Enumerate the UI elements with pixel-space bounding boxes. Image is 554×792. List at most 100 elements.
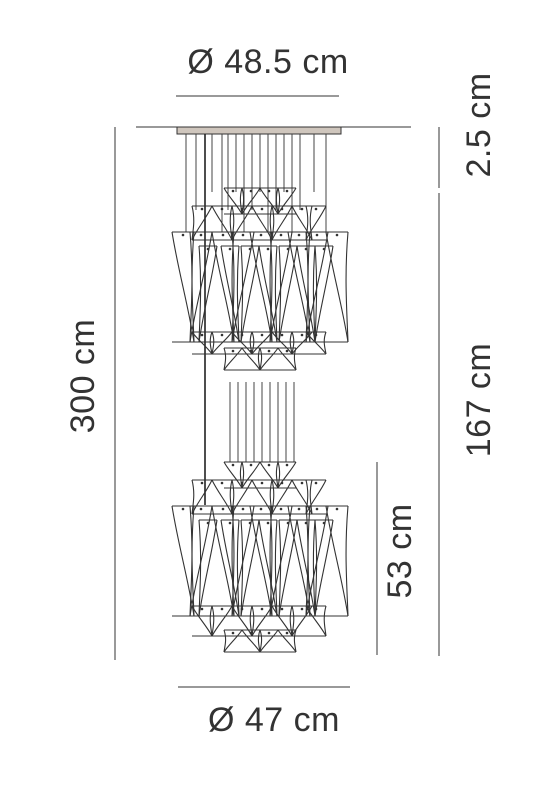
crystal-petal bbox=[211, 605, 233, 637]
petal-edge bbox=[191, 605, 213, 637]
petal-hook bbox=[304, 247, 308, 251]
petal-hook bbox=[280, 607, 284, 611]
petal-edge bbox=[277, 461, 297, 489]
body-height-label: 167 cm bbox=[460, 343, 498, 458]
petal-edge bbox=[325, 231, 349, 343]
petal-edge bbox=[345, 505, 349, 617]
petal-edge bbox=[278, 245, 282, 343]
petal-edge bbox=[249, 505, 273, 617]
petal-hook bbox=[267, 349, 271, 353]
petal-edge bbox=[309, 205, 313, 241]
crystal-petal bbox=[251, 331, 273, 355]
crystal-petal bbox=[251, 605, 273, 637]
crystal-petal bbox=[259, 347, 279, 371]
petal-edge bbox=[223, 629, 243, 653]
crystal-petal bbox=[241, 187, 261, 215]
petal-hook bbox=[335, 233, 339, 237]
petal-edge bbox=[259, 629, 279, 653]
petal-edge bbox=[257, 347, 261, 371]
petal-edge bbox=[241, 629, 261, 653]
petal-edge bbox=[314, 245, 318, 343]
crystal-petal bbox=[240, 245, 260, 343]
petal-hook bbox=[314, 207, 318, 211]
crystal-petal bbox=[271, 331, 293, 355]
petal-edge bbox=[189, 505, 213, 617]
petal-hook bbox=[267, 463, 271, 467]
petal-edge bbox=[198, 245, 202, 343]
petal-edge bbox=[189, 231, 213, 343]
crystal-petal bbox=[277, 187, 297, 215]
crystal-petal bbox=[259, 187, 279, 215]
petal-edge bbox=[241, 461, 245, 489]
petal-edge bbox=[258, 519, 278, 617]
petal-edge bbox=[296, 245, 316, 343]
petal-hook bbox=[285, 631, 289, 635]
crystal-petal bbox=[211, 205, 233, 241]
petal-hook bbox=[231, 463, 235, 467]
petal-edge bbox=[271, 479, 293, 515]
petal-hook bbox=[300, 207, 304, 211]
petal-edge bbox=[259, 347, 279, 371]
top-diameter-label: Ø 48.5 cm bbox=[187, 43, 348, 81]
petal-edge bbox=[189, 231, 193, 343]
petal-edge bbox=[305, 505, 329, 617]
petal-edge bbox=[211, 605, 233, 637]
petal-edge bbox=[241, 461, 261, 489]
upper-crystal-tier bbox=[171, 187, 349, 371]
petal-edge bbox=[314, 245, 334, 343]
crystal-petal bbox=[277, 347, 297, 371]
petal-edge bbox=[312, 519, 316, 617]
petal-edge bbox=[293, 629, 297, 653]
petal-edge bbox=[191, 331, 213, 355]
petal-edge bbox=[325, 505, 349, 617]
petal-hook bbox=[240, 207, 244, 211]
crystal-petal bbox=[223, 629, 243, 653]
crystal-petal bbox=[241, 461, 261, 489]
petal-edge bbox=[191, 205, 195, 241]
petal-edge bbox=[291, 605, 313, 637]
crystal-petal bbox=[220, 519, 240, 617]
petal-hook bbox=[241, 507, 245, 511]
petal-hook bbox=[249, 463, 253, 467]
petal-hook bbox=[314, 607, 318, 611]
petal-hook bbox=[300, 333, 304, 337]
petal-edge bbox=[274, 519, 278, 617]
petal-edge bbox=[240, 245, 260, 343]
petal-hook bbox=[220, 607, 224, 611]
petal-edge bbox=[211, 331, 233, 355]
crystal-petal bbox=[211, 479, 233, 515]
crystal-petal bbox=[325, 231, 349, 343]
petal-hook bbox=[231, 631, 235, 635]
petal-hook bbox=[304, 521, 308, 525]
lower-tier-height-label: 53 cm bbox=[381, 503, 419, 598]
petal-edge bbox=[296, 519, 316, 617]
petal-edge bbox=[211, 231, 235, 343]
petal-edge bbox=[220, 519, 240, 617]
petal-edge bbox=[257, 629, 261, 653]
petal-edge bbox=[274, 245, 278, 343]
petal-edge bbox=[278, 519, 298, 617]
petal-hook bbox=[260, 207, 264, 211]
petal-hook bbox=[241, 233, 245, 237]
petal-edge bbox=[305, 331, 327, 355]
crystal-petal bbox=[305, 331, 327, 355]
petal-hook bbox=[220, 481, 224, 485]
petal-edge bbox=[314, 519, 318, 617]
petal-edge bbox=[211, 479, 233, 515]
petal-hook bbox=[285, 349, 289, 353]
petal-hook bbox=[322, 247, 326, 251]
petal-edge bbox=[209, 331, 213, 355]
petal-hook bbox=[335, 507, 339, 511]
petal-edge bbox=[309, 479, 313, 515]
petal-hook bbox=[240, 607, 244, 611]
petal-hook bbox=[267, 631, 271, 635]
petal-edge bbox=[305, 479, 327, 515]
petal-edge bbox=[198, 519, 202, 617]
petal-hook bbox=[286, 247, 290, 251]
petal-hook bbox=[220, 333, 224, 337]
crystal-petal bbox=[325, 505, 349, 617]
petal-hook bbox=[200, 333, 204, 337]
petal-edge bbox=[278, 245, 298, 343]
petal-edge bbox=[278, 519, 282, 617]
